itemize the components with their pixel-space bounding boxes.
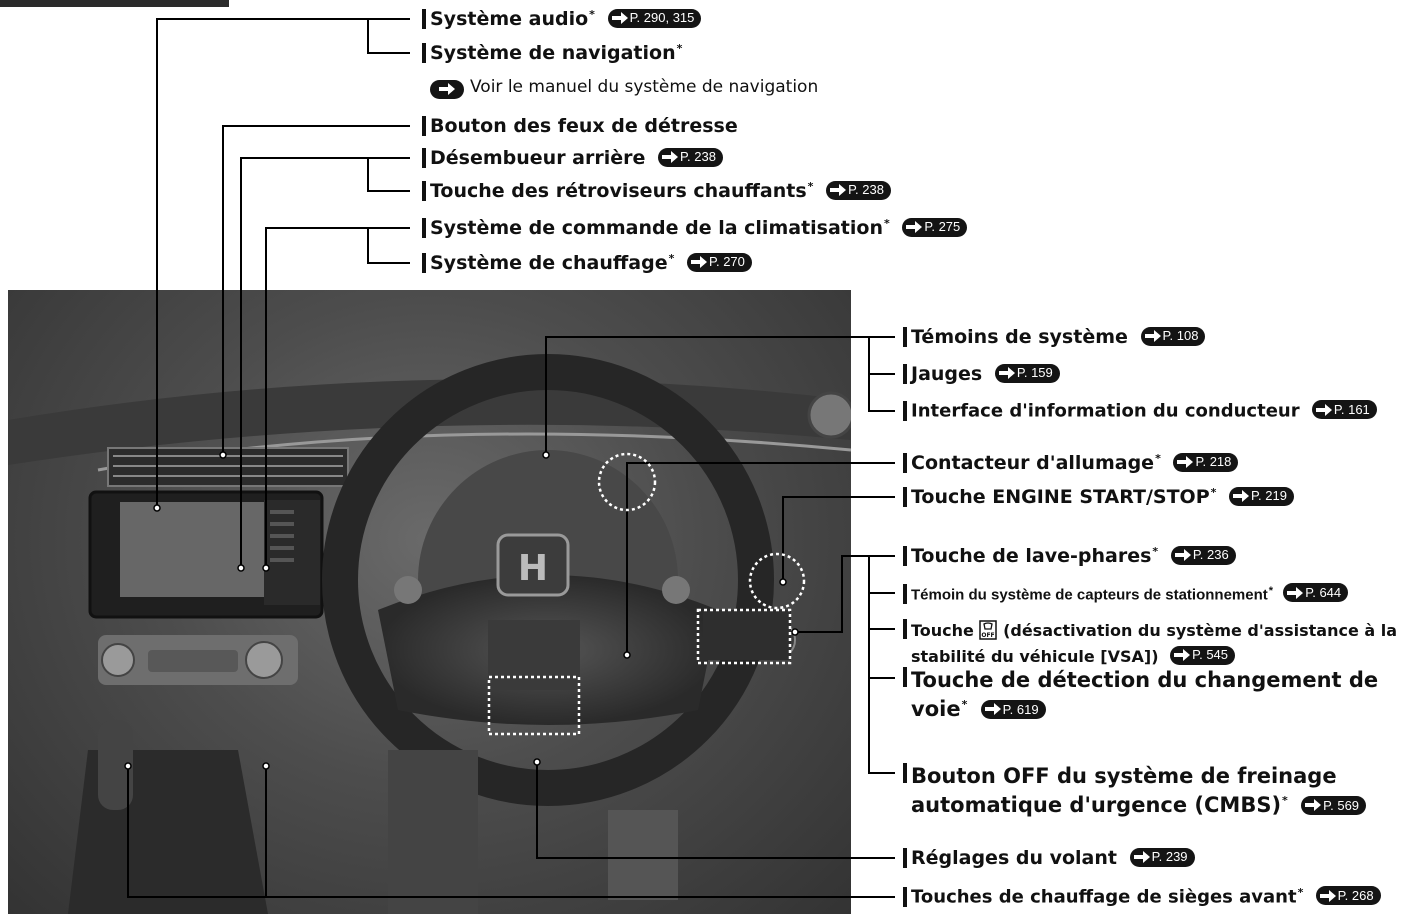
page-ref-seat-heat[interactable]: P. 268	[1315, 886, 1381, 905]
arrow-right-icon	[1305, 799, 1322, 811]
page-ref-gauges[interactable]: P. 159	[994, 363, 1060, 383]
arrow-right-icon	[1287, 586, 1304, 599]
label-navigation: Système de navigation*	[422, 42, 682, 64]
page-ref-climate[interactable]: P. 275	[902, 217, 968, 237]
arrow-right-icon	[984, 703, 1001, 715]
page-ref-headlight-washer[interactable]: P. 236	[1170, 545, 1236, 565]
arrow-right-icon	[1144, 330, 1161, 342]
label-lane: Touche de détection du changement de voi…	[903, 666, 1391, 724]
arrow-right-icon	[611, 12, 628, 24]
arrow-right-icon	[662, 151, 679, 163]
page-ref-audio[interactable]: P. 290, 315	[607, 8, 702, 28]
dashboard-photo: H	[8, 290, 851, 914]
arrow-right-icon	[830, 184, 847, 196]
arrow-right-icon	[690, 256, 707, 268]
vsa-off-icon: OFF	[979, 620, 998, 640]
label-heating: Système de chauffage* P. 270	[422, 252, 752, 274]
page-ref-mirrors[interactable]: P. 238	[826, 180, 891, 200]
page-ref-steering[interactable]: P. 239	[1129, 847, 1195, 867]
page-ref-vsa[interactable]: P. 545	[1170, 645, 1236, 665]
arrow-right-icon	[1177, 456, 1194, 468]
page-ref-driver-info[interactable]: P. 161	[1311, 400, 1377, 419]
svg-text:H: H	[518, 548, 548, 589]
label-audio: Système audio* P. 290, 315	[422, 8, 702, 30]
label-gauges: Jauges P. 159	[903, 363, 1060, 385]
arrow-right-icon	[1133, 851, 1150, 863]
label-driver-info: Interface d'information du conducteur P.…	[903, 400, 1377, 423]
arrow-right-icon	[1233, 490, 1250, 502]
label-seat-heat: Touches de chauffage de sièges avant* P.…	[903, 886, 1381, 909]
label-indicators: Témoins de système P. 108	[903, 326, 1206, 348]
page-ref-cmbs[interactable]: P. 569	[1301, 795, 1367, 815]
svg-text:OFF: OFF	[982, 632, 995, 639]
arrow-right-icon	[1174, 649, 1191, 661]
arrow-right-icon	[1315, 403, 1332, 416]
label-cmbs: Bouton OFF du système de freinage automa…	[903, 762, 1391, 820]
arrow-right-icon	[430, 79, 464, 99]
label-steering: Réglages du volant P. 239	[903, 847, 1195, 869]
arrow-right-icon	[998, 367, 1015, 379]
page-ref-heating[interactable]: P. 270	[686, 252, 752, 272]
label-hazard: Bouton des feux de détresse	[422, 115, 738, 137]
arrow-right-icon	[1319, 889, 1336, 902]
arrow-right-icon	[1174, 549, 1191, 561]
label-mirrors: Touche des rétroviseurs chauffants* P. 2…	[422, 180, 891, 202]
label-engine-start: Touche ENGINE START/STOP* P. 219	[903, 486, 1294, 508]
label-headlight-washer: Touche de lave-phares* P. 236	[903, 545, 1236, 567]
page-ref-defog[interactable]: P. 238	[658, 147, 723, 167]
page-ref-engine-start[interactable]: P. 219	[1229, 486, 1294, 506]
label-navigation-note: Voir le manuel du système de navigation	[430, 76, 818, 99]
arrow-right-icon	[906, 221, 923, 233]
page-ref-parking-sensor[interactable]: P. 644	[1283, 583, 1349, 602]
page-ref-lane[interactable]: P. 619	[980, 699, 1046, 719]
label-parking-sensor: Témoin du système de capteurs de station…	[903, 583, 1349, 607]
label-climate: Système de commande de la climatisation*…	[422, 217, 968, 239]
page-ref-indicators[interactable]: P. 108	[1140, 326, 1206, 346]
label-defog: Désembueur arrière P. 238	[422, 147, 723, 169]
page-ref-ignition[interactable]: P. 218	[1173, 452, 1239, 472]
section-tab	[0, 0, 229, 7]
label-ignition: Contacteur d'allumage* P. 218	[903, 452, 1239, 474]
label-vsa: Touche OFF (désactivation du système d'a…	[903, 618, 1411, 670]
